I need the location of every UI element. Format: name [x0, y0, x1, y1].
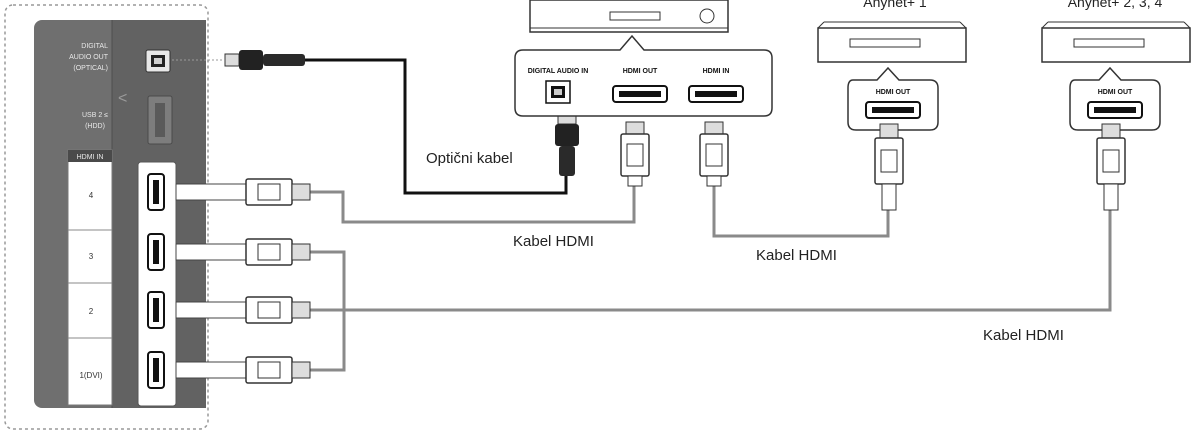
hdmi-port-column	[137, 161, 177, 407]
digital-audio-out-label-1: DIGITAL	[81, 43, 108, 50]
optical-cable	[305, 58, 568, 195]
hdmi-plug-device-2	[1096, 123, 1126, 211]
receiver-hdmi-out-port	[612, 85, 668, 103]
tv-hdmi-port-4	[147, 173, 165, 211]
anynet-device-2: Anynet+ 2, 3, 4 HDMI OUT	[1041, 0, 1191, 131]
optical-plug-receiver	[555, 109, 579, 176]
digital-audio-in-label: DIGITAL AUDIO IN	[528, 68, 589, 75]
tv-hdmi-port-1	[147, 351, 165, 389]
av-receiver: DIGITAL AUDIO IN HDMI OUT HDMI IN	[514, 0, 773, 117]
optical-cable-label: Optični kabel	[426, 150, 513, 167]
hdmi-cable-4	[310, 185, 636, 224]
device-2-title: Anynet+ 2, 3, 4	[1068, 0, 1163, 10]
usb-icon: <	[118, 90, 127, 107]
digital-audio-out-label-3: (OPTICAL)	[73, 65, 108, 72]
hdmi-in-label-strip	[67, 149, 113, 406]
hdmi-port-number-4: 4	[89, 191, 94, 200]
hdmi-plug-tv-4	[175, 178, 311, 206]
device-2-hdmi-out-label: HDMI OUT	[1098, 89, 1133, 96]
hdmi-plug-tv-1	[175, 356, 311, 384]
hdmi-plug-tv-2	[175, 296, 311, 324]
device-1-title: Anynet+ 1	[863, 0, 927, 10]
hdmi-cable-label-1: Kabel HDMI	[513, 233, 594, 250]
digital-audio-out-label-2: AUDIO OUT	[69, 54, 109, 61]
receiver-port-callout	[514, 34, 773, 117]
hdmi-plug-device-1	[874, 123, 904, 211]
tv-panel-outline	[4, 4, 209, 430]
hdmi-in-header: HDMI IN	[77, 154, 104, 161]
hdmi-plug-tv-3	[175, 238, 311, 266]
usb-label-2: (HDD)	[85, 123, 105, 130]
optical-plug-tv	[172, 50, 305, 70]
device-1-callout	[847, 66, 939, 131]
device-2-callout	[1069, 66, 1161, 131]
hdmi-cable-label-3: Kabel HDMI	[983, 327, 1064, 344]
hdmi-cable-2	[310, 210, 1112, 312]
hdmi-port-number-2: 2	[89, 307, 94, 316]
tv-hdmi-port-3	[147, 233, 165, 271]
tv-hdmi-port-2	[147, 291, 165, 329]
usb-label-1: USB 2 ≤	[82, 112, 108, 119]
hdmi-port-number-3: 3	[89, 252, 94, 261]
receiver-knob	[699, 8, 715, 24]
receiver-optical-port	[545, 80, 571, 104]
hdmi-cable-receiver-device1	[712, 185, 890, 238]
cables	[305, 58, 1112, 372]
receiver-hdmi-in-port	[688, 85, 744, 103]
hdmi-port-number-1: 1(DVI)	[79, 371, 102, 380]
hdmi-plug-receiver-in	[699, 121, 729, 187]
receiver-hdmi-in-label: HDMI IN	[703, 68, 730, 75]
receiver-hdmi-out-label: HDMI OUT	[623, 68, 658, 75]
tv-rear-panel: DIGITAL AUDIO OUT (OPTICAL) USB 2 ≤ (HDD…	[4, 4, 209, 430]
hdmi-plug-receiver-out	[620, 121, 650, 187]
hdmi-cable-label-2: Kabel HDMI	[756, 247, 837, 264]
receiver-body	[529, 0, 729, 33]
device-1-hdmi-out-label: HDMI OUT	[876, 89, 911, 96]
anynet-device-1: Anynet+ 1 HDMI OUT	[817, 0, 967, 131]
